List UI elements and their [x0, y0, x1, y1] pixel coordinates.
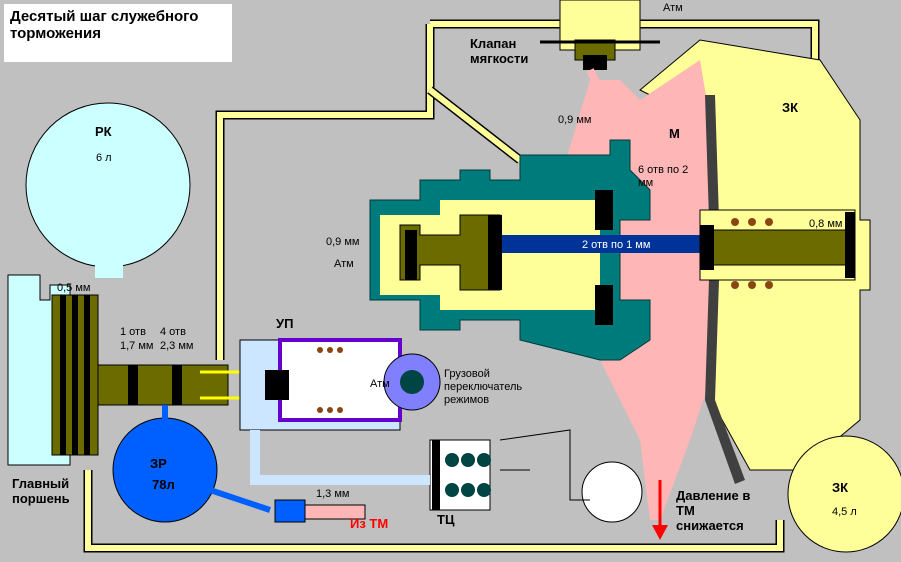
mode-switch-label: Грузовой переключатель режимов [444, 368, 523, 406]
m-label: М [669, 126, 680, 141]
zk-volume: 4,5 л [832, 506, 857, 518]
main-piston-label: Главный поршень [12, 476, 70, 506]
dim-2otv: 2 отв по 1 мм [582, 239, 651, 251]
dim-17: 1,7 мм [120, 340, 154, 352]
dim-13: 1,3 мм [316, 488, 350, 500]
zr-volume: 78л [152, 477, 175, 492]
up-label: УП [276, 316, 294, 331]
dim-6otv: 6 отв по 2 мм [638, 164, 689, 189]
from-tm-label: Из ТМ [350, 516, 389, 531]
tc-label: ТЦ [437, 512, 455, 527]
yellow-pipes-fill [85, 21, 818, 551]
dim-08: 0,8 мм [809, 218, 843, 230]
wheel [581, 461, 643, 523]
dim-4otv: 4 отв [160, 326, 186, 338]
zk-bottom-tank [787, 435, 901, 553]
zk-top-label: ЗК [782, 100, 799, 115]
dim-09b: 0,9 мм [558, 114, 592, 126]
atm-left: Атм [334, 258, 354, 270]
atm-top: Атм [663, 2, 683, 14]
rk-label: РК [95, 124, 112, 139]
dim-05: 0,5 мм [57, 282, 91, 294]
shaft [500, 235, 700, 253]
page-title: Десятый шаг служебного торможения [4, 4, 232, 62]
check-valve [274, 499, 306, 523]
atm-up: Атм [370, 378, 390, 390]
dim-1otv: 1 отв [120, 326, 146, 338]
diaphragm [705, 95, 745, 484]
zr-label: ЗР [150, 456, 167, 471]
dim-09a: 0,9 мм [326, 236, 360, 248]
rk-volume: 6 л [96, 152, 112, 164]
zk-bottom-label: ЗК [832, 480, 849, 495]
soft-valve-label: Клапан мягкости [470, 36, 529, 66]
pressure-note: Давление в ТМ снижается [676, 488, 751, 533]
dim-23: 2,3 мм [160, 340, 194, 352]
